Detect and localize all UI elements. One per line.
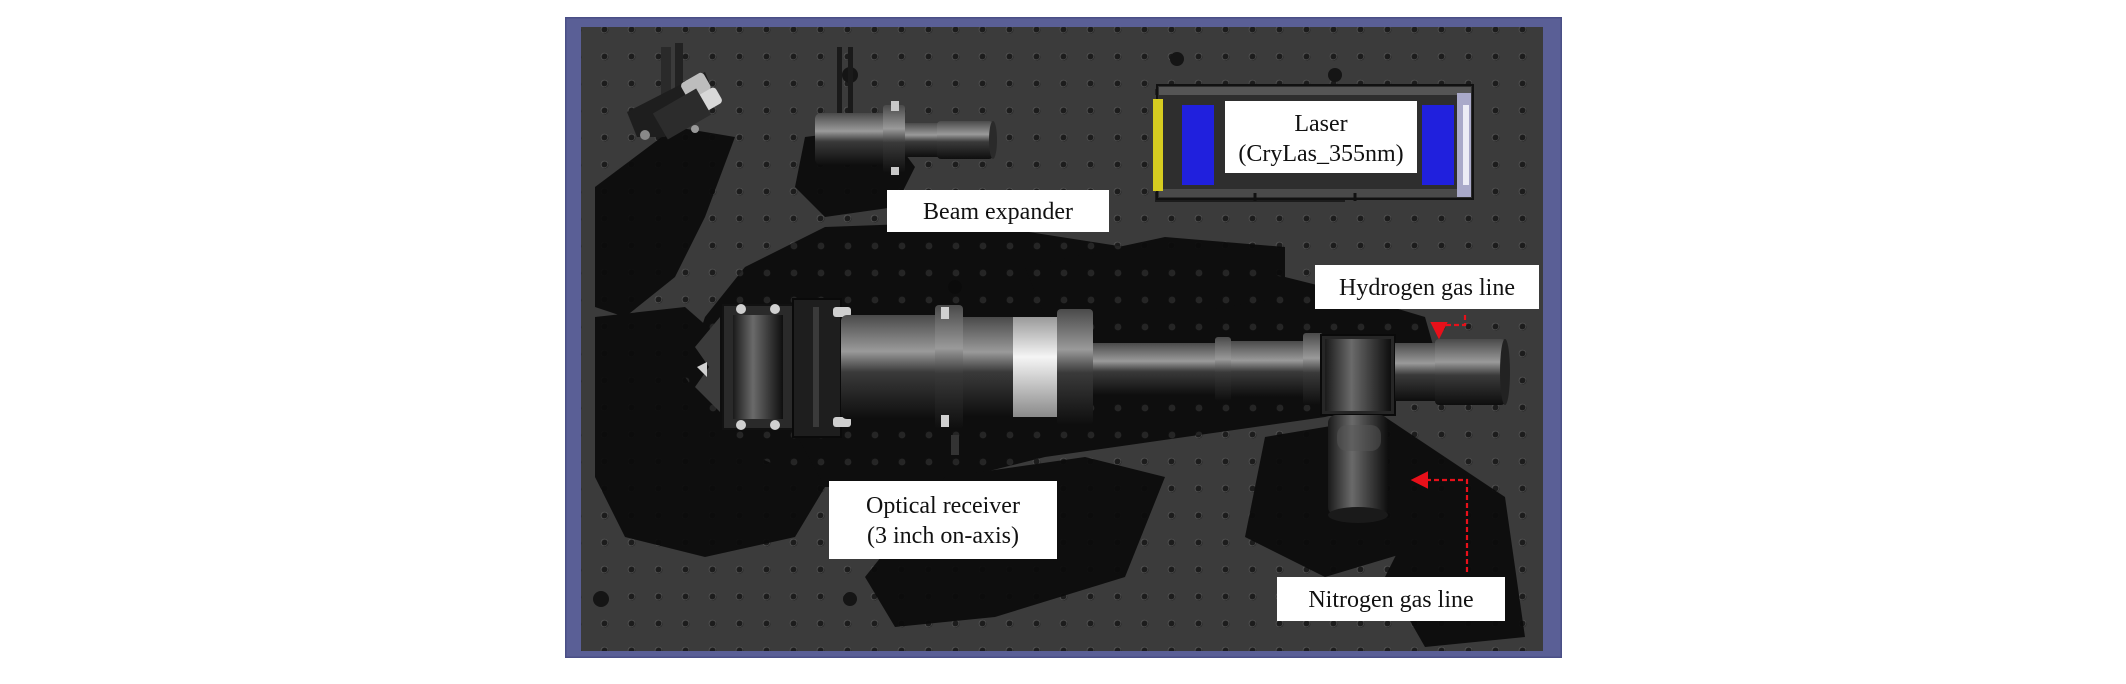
laser-label-line2: (CryLas_355nm) — [1238, 141, 1403, 167]
laser-window-left — [1182, 105, 1214, 185]
laser-label-line1: Laser — [1294, 111, 1347, 137]
nitrogen-label: Nitrogen gas line — [1277, 577, 1505, 621]
laser-label: Laser (CryLas_355nm) — [1225, 101, 1417, 173]
beam-expander-label: Beam expander — [887, 190, 1109, 232]
hydrogen-label-text: Hydrogen gas line — [1339, 275, 1515, 301]
nitrogen-arrow — [1410, 471, 1469, 572]
nitrogen-label-text: Nitrogen gas line — [1308, 587, 1473, 613]
optical-receiver — [695, 298, 1323, 455]
laser-window-right — [1422, 105, 1454, 185]
hydrogen-arrow — [1430, 315, 1467, 340]
optical-setup-figure: Laser (CryLas_355nm) Beam expander Hydro… — [563, 15, 1564, 660]
receiver-label-line1: Optical receiver — [866, 493, 1020, 519]
receiver-label: Optical receiver (3 inch on-axis) — [829, 481, 1057, 559]
beam-expander — [815, 47, 997, 175]
hydrogen-label: Hydrogen gas line — [1315, 265, 1539, 309]
receiver-label-line2: (3 inch on-axis) — [867, 523, 1019, 549]
mirror-mount — [627, 43, 722, 140]
receiver-silver-ring — [1013, 317, 1057, 417]
gas-cell-cube — [1320, 334, 1510, 523]
beam-expander-label-text: Beam expander — [923, 199, 1073, 225]
